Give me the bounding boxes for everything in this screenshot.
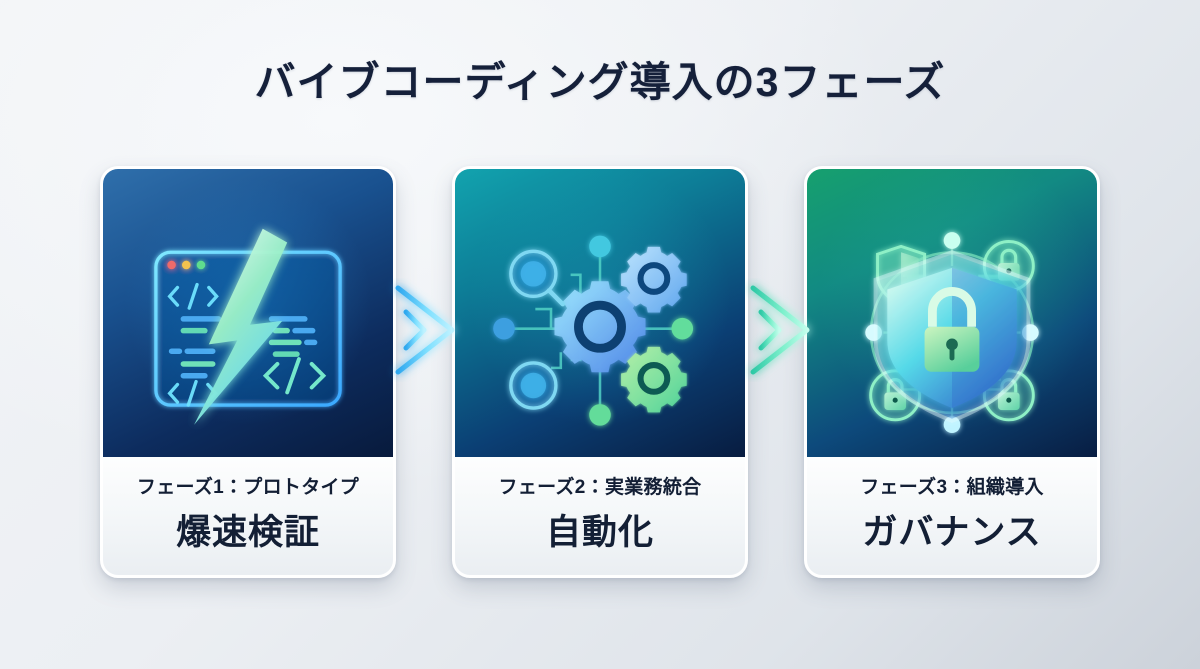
phase-card-row: フェーズ1：プロトタイプ 爆速検証 bbox=[100, 166, 1100, 578]
phase-3-subtitle: フェーズ3：組織導入 bbox=[860, 476, 1044, 498]
phase-2-label: 自動化 bbox=[545, 512, 654, 552]
phase-3-artwork bbox=[807, 169, 1097, 457]
shield-lock-network-icon bbox=[865, 232, 1039, 434]
phase-2-subtitle: フェーズ2：実業務統合 bbox=[498, 476, 702, 498]
phase-1-subtitle: フェーズ1：プロトタイプ bbox=[136, 476, 360, 498]
connected-gears-icon bbox=[493, 235, 694, 426]
phase-card-1[interactable]: フェーズ1：プロトタイプ 爆速検証 bbox=[100, 166, 396, 578]
phase-card-2[interactable]: フェーズ2：実業務統合 自動化 bbox=[452, 166, 748, 578]
phase-3-label: ガバナンス bbox=[862, 512, 1042, 552]
phase-1-label: 爆速検証 bbox=[175, 512, 320, 552]
phase-1-artwork bbox=[103, 169, 393, 457]
phase-2-artwork bbox=[455, 169, 745, 457]
phase-2-caption: フェーズ2：実業務統合 自動化 bbox=[455, 457, 745, 575]
phase-card-3[interactable]: フェーズ3：組織導入 ガバナンス bbox=[804, 166, 1100, 578]
page-title: バイブコーディング導入の3フェーズ bbox=[254, 59, 946, 105]
code-window-lightning-icon bbox=[154, 228, 342, 425]
phase-3-caption: フェーズ3：組織導入 ガバナンス bbox=[807, 457, 1097, 575]
phase-1-caption: フェーズ1：プロトタイプ 爆速検証 bbox=[103, 457, 393, 575]
